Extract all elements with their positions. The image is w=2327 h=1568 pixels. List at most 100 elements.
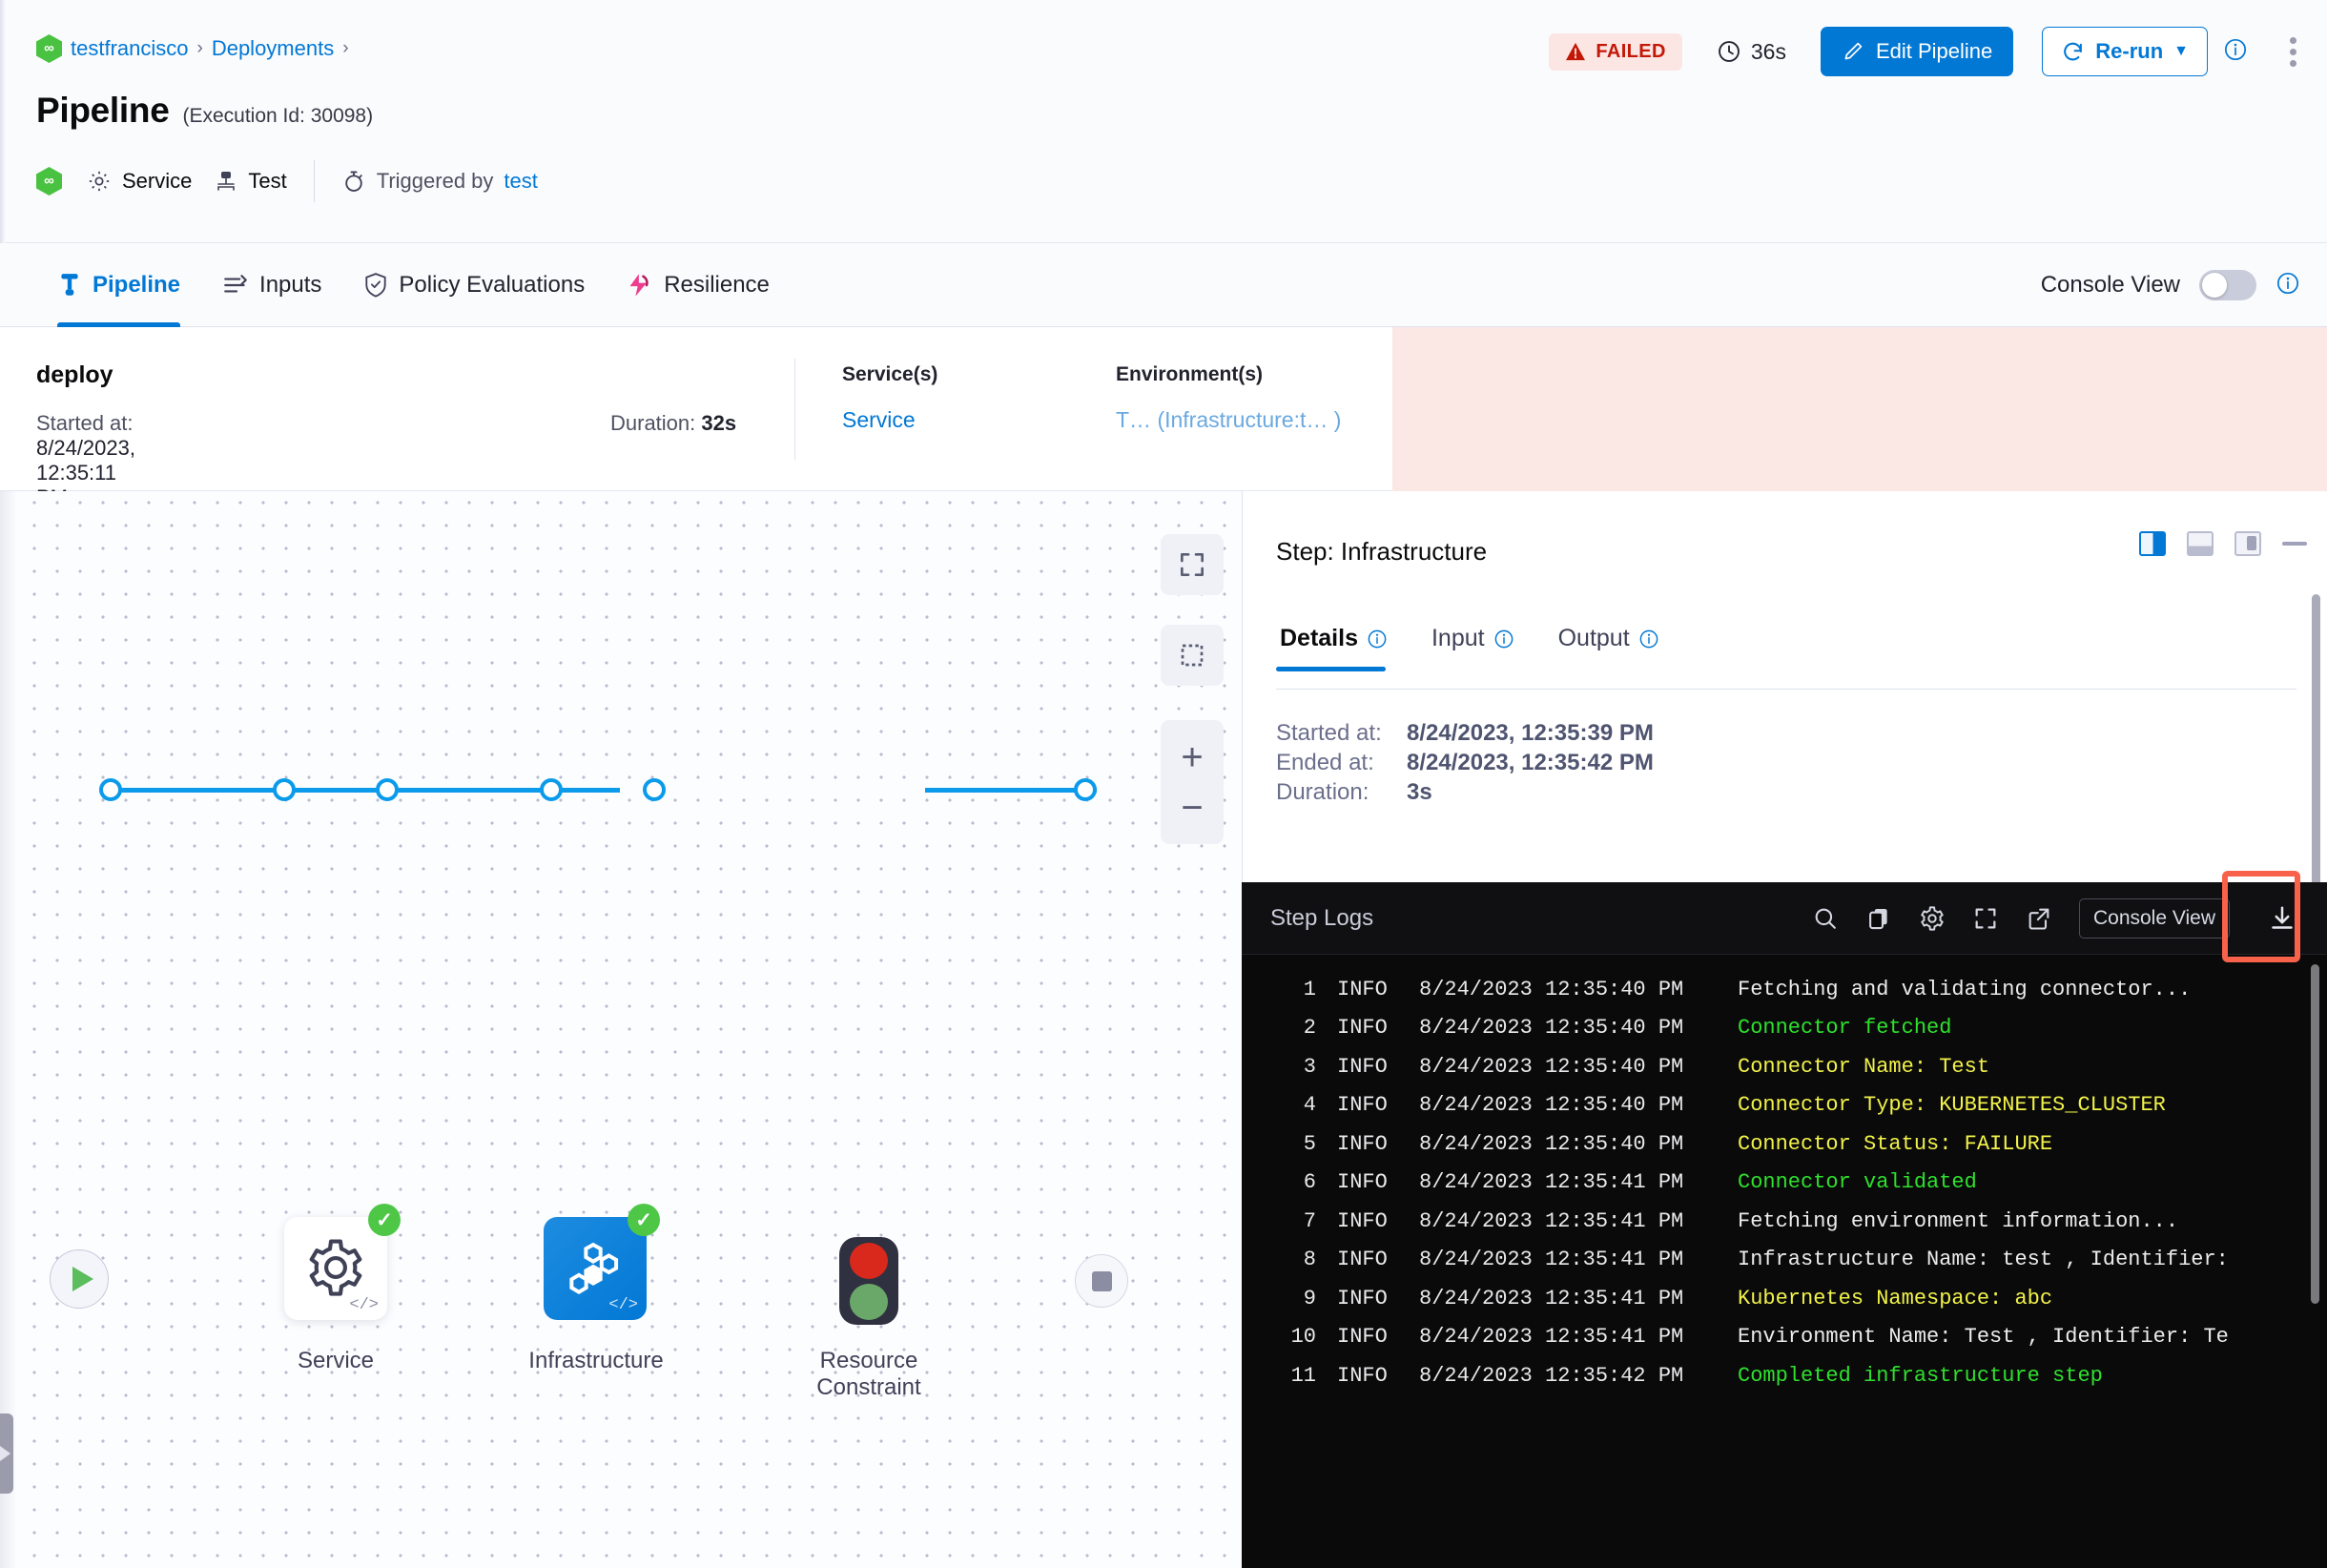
tab-pipeline[interactable]: Pipeline <box>36 243 201 327</box>
info-icon <box>1368 629 1387 648</box>
logs-console-view-button[interactable]: Console View <box>2078 898 2230 939</box>
edge-infra-resource <box>448 788 620 793</box>
tab-list: Pipeline Inputs Policy Evaluations <box>36 243 791 327</box>
graph-start-node[interactable] <box>50 1249 109 1309</box>
meta-environment-label: Test <box>248 169 287 193</box>
traffic-light-green <box>850 1283 888 1320</box>
gear-icon <box>89 171 110 192</box>
detail-tab-input[interactable]: Input <box>1428 613 1530 671</box>
panel-bottom-icon[interactable] <box>2187 531 2214 556</box>
execution-meta: ∞ Service Test <box>36 160 538 202</box>
edge-start-service <box>105 788 296 793</box>
expand-sidebar-handle[interactable] <box>0 1413 13 1494</box>
panel-float-icon[interactable] <box>2234 531 2261 556</box>
log-line: 6 INFO 8/24/2023 12:35:41 PM Connector v… <box>1242 1164 2327 1203</box>
node-status-success-icon-infra: ✓ <box>628 1204 660 1236</box>
log-line: 10 INFO 8/24/2023 12:35:41 PM Environmen… <box>1242 1318 2327 1357</box>
console-view-toggle[interactable] <box>2199 270 2256 300</box>
execution-id: (Execution Id: 30098) <box>182 105 374 127</box>
log-line: 7 INFO 8/24/2023 12:35:41 PM Fetching en… <box>1242 1202 2327 1241</box>
header-actions: FAILED 36s Edit Pipeline Re-run <box>1549 27 2300 76</box>
pipeline-graph-canvas[interactable]: </> ✓ Service </> ✓ Infrastructure Resou… <box>0 491 1242 1568</box>
log-line-number: 3 <box>1303 1054 1316 1079</box>
log-level: INFO <box>1337 1016 1388 1041</box>
detail-tab-output[interactable]: Output <box>1555 613 1675 671</box>
left-edge-shadow <box>0 0 6 243</box>
tab-inputs[interactable]: Inputs <box>201 243 342 327</box>
console-view-label: Console View <box>2040 272 2180 298</box>
zoom-out-button[interactable]: − <box>1181 786 1204 829</box>
node-status-success-icon: ✓ <box>368 1204 401 1236</box>
log-message: Completed infrastructure step <box>1738 1363 2103 1388</box>
log-level: INFO <box>1337 1248 1388 1272</box>
breadcrumb-item-project[interactable]: testfrancisco <box>71 36 189 60</box>
graph-node-service[interactable]: </> ✓ <box>284 1204 401 1320</box>
tab-resilience[interactable]: Resilience <box>606 243 791 327</box>
edit-pipeline-button[interactable]: Edit Pipeline <box>1820 27 2014 76</box>
log-message: Infrastructure Name: test , Identifier: <box>1738 1248 2229 1272</box>
fit-to-screen-button[interactable] <box>1161 534 1224 595</box>
gear-icon[interactable] <box>1919 905 1946 932</box>
zoom-in-button[interactable]: + <box>1181 735 1204 778</box>
page-title: Pipeline <box>36 91 170 130</box>
log-line: 1 INFO 8/24/2023 12:35:40 PM Fetching an… <box>1242 970 2327 1009</box>
chevron-right-icon: › <box>196 38 203 58</box>
more-options-icon[interactable] <box>2286 33 2300 71</box>
download-button-highlight <box>2222 871 2300 962</box>
step-logs-title: Step Logs <box>1270 905 1374 931</box>
harness-logo-icon: ∞ <box>36 34 62 63</box>
environments-value[interactable]: T… (Infrastructure:t… ) <box>1116 407 1342 432</box>
re-run-button[interactable]: Re-run ▼ <box>2042 27 2208 76</box>
rerun-info-icon[interactable] <box>2223 37 2248 67</box>
selection-box-button[interactable] <box>1161 625 1224 686</box>
status-badge-label: FAILED <box>1596 40 1666 62</box>
log-message: Fetching environment information... <box>1738 1208 2179 1233</box>
copy-icon[interactable] <box>1865 905 1892 932</box>
graph-node-infrastructure-label: Infrastructure <box>528 1348 664 1373</box>
log-line-list[interactable]: 1 INFO 8/24/2023 12:35:40 PM Fetching an… <box>1242 955 2327 1568</box>
log-line: 5 INFO 8/24/2023 12:35:40 PM Connector S… <box>1242 1124 2327 1164</box>
log-line-number: 2 <box>1303 1016 1316 1041</box>
graph-node-resource-constraint[interactable] <box>839 1237 898 1325</box>
detail-tabs-divider <box>1276 689 2296 690</box>
fullscreen-icon[interactable] <box>1972 905 1999 932</box>
log-line-number: 4 <box>1303 1093 1316 1118</box>
services-value[interactable]: Service <box>842 407 916 432</box>
log-line-number: 6 <box>1303 1170 1316 1195</box>
edge-resource-end <box>925 788 1097 793</box>
detail-duration-value: 3s <box>1407 779 1432 805</box>
open-external-icon[interactable] <box>2026 905 2052 932</box>
port-end-in <box>1074 778 1097 801</box>
status-badge: FAILED <box>1549 32 1682 71</box>
graph-node-resource-constraint-label: Resource Constraint <box>816 1348 921 1400</box>
environments-label: Environment(s) <box>1116 363 1264 385</box>
tab-policy-evaluations[interactable]: Policy Evaluations <box>342 243 606 327</box>
search-icon[interactable] <box>1812 905 1839 932</box>
log-line-number: 8 <box>1303 1248 1316 1272</box>
log-line: 11 INFO 8/24/2023 12:35:42 PM Completed … <box>1242 1356 2327 1395</box>
graph-end-node[interactable] <box>1075 1254 1128 1308</box>
inputs-icon <box>224 275 247 293</box>
triggered-by-user[interactable]: test <box>504 169 538 193</box>
log-line-number: 9 <box>1303 1286 1316 1310</box>
download-icon[interactable] <box>2256 904 2310 933</box>
log-scrollbar[interactable] <box>2311 964 2319 1304</box>
log-message: Connector Type: KUBERNETES_CLUSTER <box>1738 1093 2166 1118</box>
panel-right-icon[interactable] <box>2139 531 2166 556</box>
breadcrumb-item-deployments[interactable]: Deployments <box>211 36 335 60</box>
console-view-info-icon[interactable] <box>2276 271 2300 300</box>
log-timestamp: 8/24/2023 12:35:41 PM <box>1419 1208 1684 1233</box>
fit-to-screen-icon <box>1181 553 1204 576</box>
chevron-down-icon: ▼ <box>2173 43 2189 59</box>
minimize-icon[interactable] <box>2282 542 2307 546</box>
meta-environment: Test <box>215 169 287 194</box>
detail-panel-scrollbar[interactable] <box>2312 594 2320 909</box>
log-line: 8 INFO 8/24/2023 12:35:41 PM Infrastruct… <box>1242 1241 2327 1280</box>
log-line: 4 INFO 8/24/2023 12:35:40 PM Connector T… <box>1242 1086 2327 1125</box>
stop-icon <box>1091 1270 1112 1291</box>
graph-node-infrastructure[interactable]: </> ✓ <box>544 1204 660 1320</box>
page-title-row: Pipeline (Execution Id: 30098) <box>36 91 373 131</box>
detail-tab-details[interactable]: Details <box>1276 613 1403 671</box>
stage-duration-label: Duration: <box>610 411 696 435</box>
